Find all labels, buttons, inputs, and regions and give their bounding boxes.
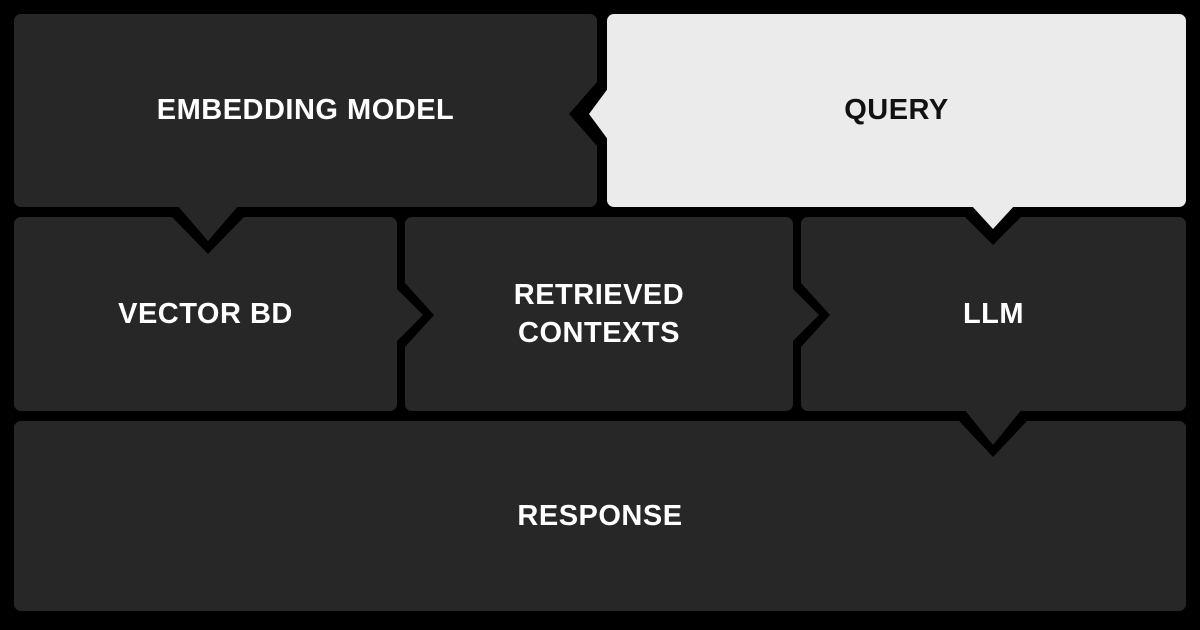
arrow-embedding-to-vector-icon [177,205,239,241]
arrow-vector-to-retrieved-icon [395,287,423,343]
arrow-query-to-embedding-icon [589,87,609,141]
notch-embedding-model [569,82,597,146]
response-box [14,421,1186,611]
embedding-model-box [14,14,597,207]
arrow-retrieved-to-llm-icon [791,287,819,343]
arrow-llm-to-response-icon [964,409,1022,445]
arrow-query-to-llm-icon [971,205,1015,229]
notch-llm-top [965,217,1021,245]
llm-box [801,217,1186,411]
vector-db-box [14,217,397,411]
retrieved-contexts-box [405,217,793,411]
query-box [607,14,1186,207]
